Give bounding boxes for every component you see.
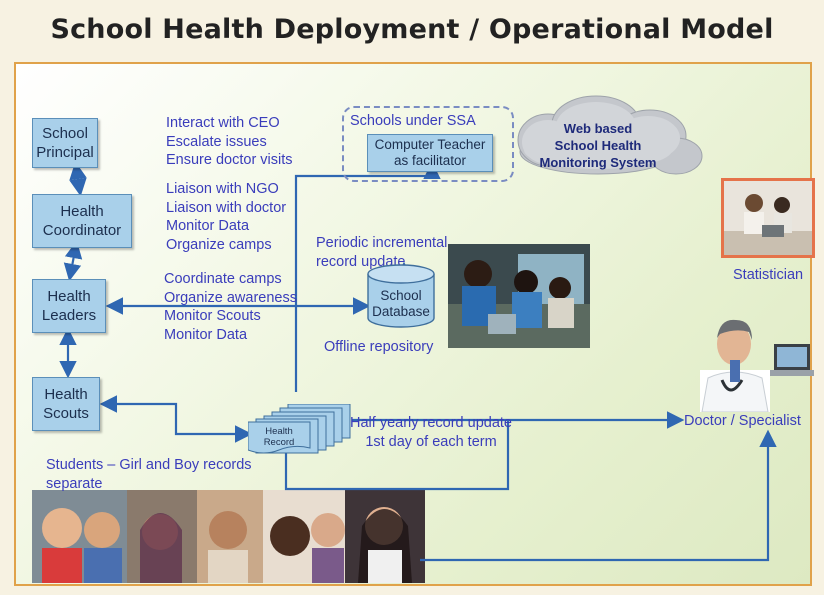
half-yearly-label: Half yearly record update 1st day of eac…: [350, 415, 512, 450]
offline-repository-label: Offline repository: [324, 339, 434, 355]
health-record-stack: Health Record: [248, 404, 354, 454]
web-system-label: Web based School Health Monitoring Syste…: [539, 121, 657, 170]
page-title: School Health Deployment / Operational M…: [50, 14, 774, 45]
students-photo-strip: [32, 490, 425, 583]
schools-under-ssa-group: [342, 106, 514, 182]
periodic-update-label: Periodic incremental record update: [316, 235, 448, 270]
leader-tasks: Coordinate camps Organize awareness Moni…: [164, 271, 297, 343]
students-label: Students – Girl and Boy records separate: [46, 457, 252, 492]
schools-under-ssa-label: Schools under SSA: [350, 113, 476, 129]
statistician-label: Statistician: [733, 267, 804, 283]
doctor-specialist-label: Doctor / Specialist: [684, 413, 801, 429]
statistician-photo: [721, 178, 815, 258]
computer-lab-photo: [448, 244, 590, 348]
school-database-cylinder: School Database: [366, 264, 436, 328]
doctor-illustration: [700, 308, 814, 412]
leader-liaison-duties: Liaison with NGO Liaison with doctor Mon…: [166, 181, 287, 253]
coordinator-duties: Interact with CEO Escalate issues Ensure…: [166, 115, 293, 168]
